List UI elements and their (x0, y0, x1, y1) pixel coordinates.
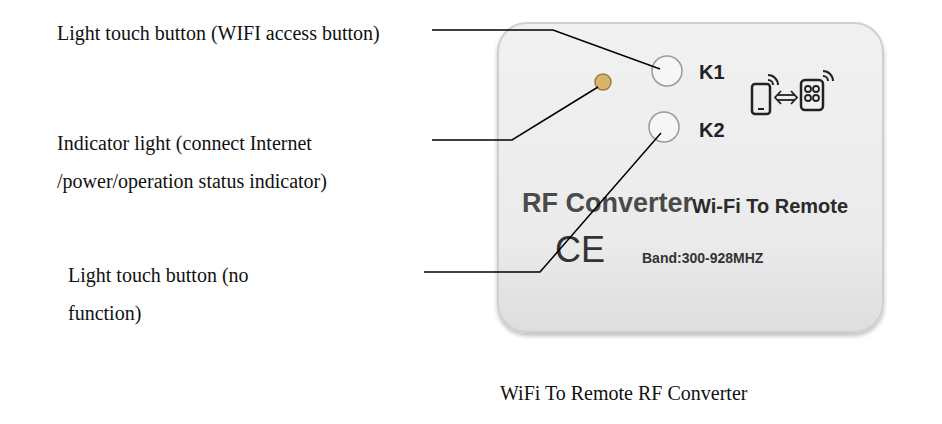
figure-caption: WiFi To Remote RF Converter (500, 382, 747, 405)
callout-text: Indicator light (connect Internet /power… (57, 124, 387, 200)
device-print: K2 (699, 119, 725, 142)
callout-text: Light touch button (WIFI access button) (57, 14, 399, 52)
device-print: K1 (699, 61, 725, 84)
device-body: K1K2 RF ConverterWi-Fi To RemoteCE Band:30… (497, 22, 884, 333)
device-print: CE (555, 229, 605, 271)
callout-text: Light touch button (no function) (68, 256, 320, 332)
device-print: Band:300-928MHZ (642, 250, 763, 266)
device-print: RF Converter (522, 188, 693, 219)
device-print: Wi-Fi To Remote (692, 195, 848, 218)
